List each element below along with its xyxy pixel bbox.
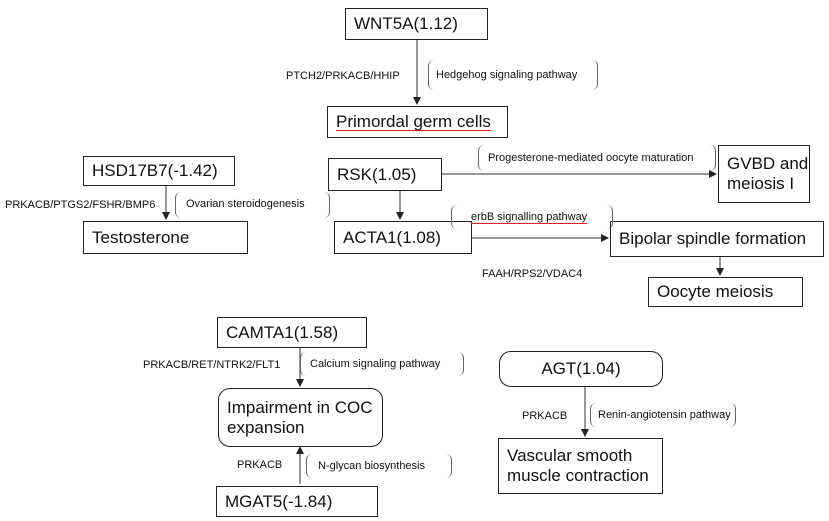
gene-label-prkacb-agt: PRKACB: [522, 410, 568, 422]
node-gvbd: GVBD and meiosis I: [718, 145, 810, 203]
bracket-erbb: [451, 205, 613, 229]
pathway-nglycan: N-glycan biosynthesis: [318, 460, 425, 472]
gene-label-faah: FAAH/RPS2/VDAC4: [482, 268, 583, 280]
bracket-hedgehog: [428, 60, 598, 90]
bracket-nglycan: [306, 454, 452, 478]
node-impairment-coc: Impairment in COC expansion: [218, 388, 383, 447]
node-camta1: CAMTA1(1.58): [217, 317, 367, 348]
pathway-hedgehog: Hedgehog signaling pathway: [436, 69, 578, 81]
node-hsd17b7: HSD17B7(-1.42): [83, 156, 235, 186]
node-mgat5: MGAT5(-1.84): [216, 486, 378, 517]
gene-label-ptch2: PTCH2/PRKACB/HHIP: [286, 70, 400, 82]
pathway-erbb: erbB signalling pathway: [471, 211, 588, 223]
node-acta1: ACTA1(1.08): [334, 221, 472, 254]
gene-label-prkacb-ptgs2: PRKACB/PTGS2/FSHR/BMP6: [5, 199, 156, 211]
gene-label-prkacb-mgat5: PRKACB: [237, 459, 283, 471]
node-bipolar-spindle: Bipolar spindle formation: [610, 221, 824, 257]
pathway-ovarian: Ovarian steroidogenesis: [186, 198, 305, 210]
gene-label-prkacb-ret: PRKACB/RET/NTRK2/FLT1: [143, 359, 281, 371]
bracket-renin: [590, 403, 736, 427]
node-primordial-germ-cells: Primordal germ cells: [327, 106, 508, 138]
node-oocyte-meiosis: Oocyte meiosis: [648, 277, 803, 307]
node-agt: AGT(1.04): [499, 351, 663, 387]
node-vascular-smooth-muscle: Vascular smooth muscle contraction: [498, 438, 663, 494]
node-testosterone: Testosterone: [83, 221, 248, 254]
bracket-progesterone: [478, 145, 716, 171]
bracket-calcium: [300, 352, 464, 376]
node-rsk: RSK(1.05): [328, 158, 442, 191]
bracket-ovarian: [175, 192, 330, 218]
pathway-renin: Renin-angiotensin pathway: [598, 409, 731, 421]
primordial-label: Primordal germ cells: [336, 112, 491, 132]
node-wnt5a: WNT5A(1.12): [345, 8, 488, 40]
pathway-progesterone: Progesterone-mediated oocyte maturation: [488, 152, 694, 164]
pathway-calcium: Calcium signaling pathway: [310, 358, 441, 370]
